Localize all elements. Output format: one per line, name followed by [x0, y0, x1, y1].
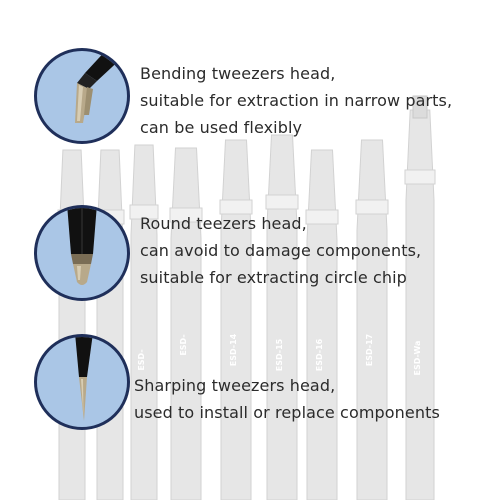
feature-line: Round teezers head,: [140, 214, 307, 233]
tweezer-label: ESD-14: [229, 333, 238, 366]
tweezer-label: ESD-15: [275, 338, 284, 371]
tweezer-label: ESD-Wa: [413, 341, 422, 376]
tweezer: [169, 147, 203, 501]
flat-head-tip: [412, 95, 428, 119]
round-tip-tweezers-icon: [34, 205, 130, 301]
tweezer: [404, 109, 436, 501]
feature-line: can avoid to damage components,: [140, 241, 422, 260]
feature-line: can be used flexibly: [140, 118, 303, 137]
feature-line: Bending tweezers head,: [140, 64, 336, 83]
tweezer-label: ESD-: [137, 349, 146, 370]
feature-line: suitable for extraction in narrow parts,: [140, 91, 453, 110]
tweezer: [355, 139, 389, 501]
feature-line: Sharping tweezers head,: [134, 376, 336, 395]
tweezer: [265, 134, 299, 501]
tweezer-label: ESD-17: [365, 334, 374, 366]
feature-line: suitable for extracting circle chip: [140, 268, 407, 287]
bent-tip-tweezers-icon: [34, 48, 130, 144]
feature-line: used to install or replace components: [134, 403, 440, 422]
tweezer-label: ESD-16: [315, 338, 324, 371]
tweezer-label: ESD-: [179, 334, 188, 355]
sharp-tip-tweezers-icon: [34, 334, 130, 430]
tweezer: [219, 139, 253, 501]
